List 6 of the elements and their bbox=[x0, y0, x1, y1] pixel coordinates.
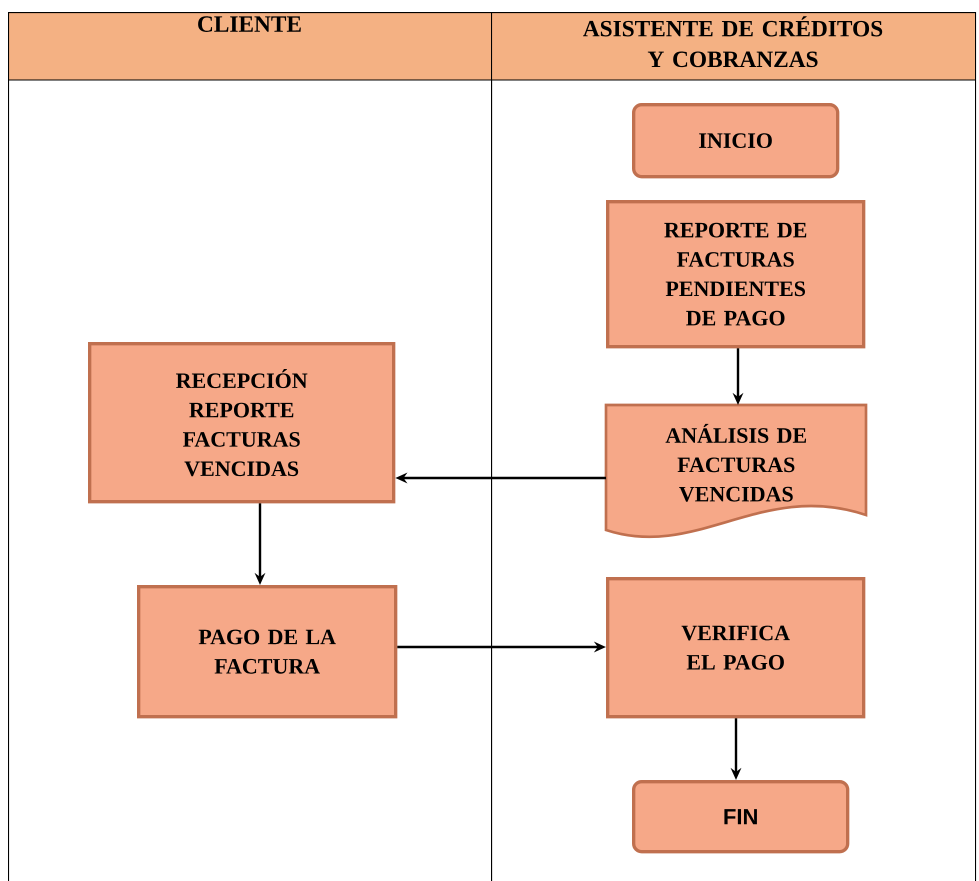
terminator-box: INICIO bbox=[632, 103, 840, 178]
terminator-box: FIN bbox=[632, 780, 850, 854]
process-box: VERIFICA EL PAGO bbox=[606, 577, 866, 718]
process-box: RECEPCIÓN REPORTE FACTURAS VENCIDAS bbox=[88, 342, 396, 504]
process-box: PAGO DE LA FACTURA bbox=[137, 585, 398, 718]
process-box: REPORTE DE FACTURAS PENDIENTES DE PAGO bbox=[606, 200, 866, 348]
